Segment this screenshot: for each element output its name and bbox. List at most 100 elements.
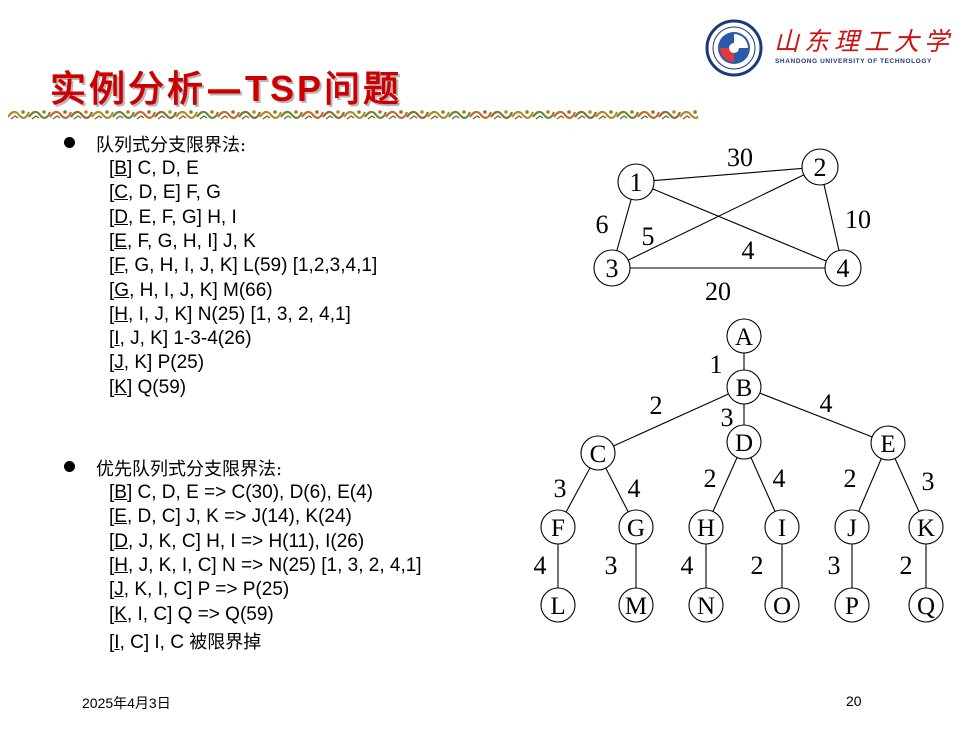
bullet-fifo: [64, 137, 75, 148]
tree-node-label: E: [880, 431, 895, 458]
bracket: [: [109, 631, 115, 653]
bracket: [: [109, 579, 115, 601]
tree-edge: [894, 458, 920, 512]
decorative-divider: [8, 110, 698, 120]
fifo-line: [K] Q(59): [109, 377, 186, 399]
tree-node-label: Q: [917, 593, 935, 620]
graph-node: [801, 148, 839, 186]
tree-node: [540, 587, 576, 623]
tree-node: [540, 509, 576, 545]
current-node: H: [114, 554, 129, 576]
tree-node: [834, 509, 870, 545]
current-node: B: [114, 158, 127, 179]
current-node: F: [114, 255, 124, 277]
queue-rest: , D, E] F, G: [128, 182, 221, 204]
current-node: I: [114, 631, 120, 653]
university-emblem-icon: [705, 19, 763, 77]
tree-node: [618, 587, 654, 623]
tree-edge-weight: 4: [681, 551, 694, 580]
bracket: [: [109, 506, 115, 528]
current-node: J: [114, 352, 124, 374]
tree-edge-weight: 2: [751, 551, 764, 580]
graph-node-label: 4: [837, 254, 850, 283]
queue-rest: ] Q(59): [126, 376, 187, 398]
graph-node-label: 2: [814, 153, 827, 182]
graph-edge-weight: 30: [727, 143, 753, 172]
tree-node-label: O: [773, 593, 791, 620]
bracket: [: [109, 206, 115, 228]
tree-edge-weight: 2: [900, 551, 913, 580]
university-logo: 山东理工大学 SHANDONG UNIVERSITY OF TECHNOLOGY: [704, 18, 964, 78]
bounded-note: 被限界掉: [189, 631, 262, 653]
fifo-line: [I, J, K] 1-3-4(26): [109, 328, 252, 350]
graph-edge-weight: 20: [705, 277, 731, 306]
bracket: [: [109, 182, 115, 204]
current-node: D: [114, 530, 129, 552]
footer-date: 2025年4月3日: [82, 695, 171, 711]
queue-rest: , K, I, C] P => P(25): [123, 579, 290, 601]
title-main: 实例分析—: [50, 68, 246, 110]
page-number: 20: [846, 693, 862, 709]
tree-node: [618, 509, 654, 545]
graph-edge: [652, 188, 827, 262]
tree-node-label: D: [735, 430, 753, 457]
tree-node-label: N: [697, 593, 715, 620]
fifo-line: [E, F, G, H, I] J, K: [109, 231, 256, 253]
tree-node: [908, 509, 944, 545]
priority-line: [J, K, I, C] P => P(25): [109, 579, 289, 601]
tree-node: [688, 587, 724, 623]
graph-edge: [616, 199, 632, 251]
queue-rest: , I, C] Q => Q(59): [126, 603, 274, 625]
tree-node-label: I: [778, 515, 786, 542]
queue-rest: , J, K] 1-3-4(26): [119, 328, 252, 350]
fifo-line: [F, G, H, I, J, K] L(59) [1,2,3,4,1]: [109, 255, 377, 277]
tree-edge-weight: 2: [650, 391, 663, 420]
tree-node: [834, 587, 870, 623]
bracket: [: [109, 482, 115, 503]
tree-node-label: H: [697, 515, 715, 542]
current-node: C: [114, 182, 129, 204]
fifo-line: [C, D, E] F, G: [109, 182, 221, 204]
current-node: D: [114, 206, 129, 228]
bullet-priority: [64, 461, 75, 472]
fifo-line: [H, I, J, K] N(25) [1, 3, 2, 4,1]: [109, 304, 351, 326]
tree-node-label: M: [625, 593, 647, 620]
tree-node-label: P: [845, 593, 859, 620]
tree-edge: [858, 458, 882, 512]
current-node: E: [114, 506, 127, 528]
tree-node: [726, 369, 762, 405]
logo-name-en: SHANDONG UNIVERSITY OF TECHNOLOGY: [775, 58, 932, 65]
tree-edge: [759, 392, 873, 438]
graph-node-label: 1: [630, 168, 643, 197]
graph-node: [824, 249, 862, 287]
tree-node: [764, 509, 800, 545]
slide-title: 实例分析—TSP问题: [50, 60, 402, 112]
graph-edge: [653, 167, 803, 182]
tree-edge-weight: 4: [820, 389, 833, 418]
queue-rest: , E, F, G] H, I: [128, 206, 237, 228]
tree-edge-weight: 3: [922, 467, 935, 496]
tree-node: [870, 425, 906, 461]
tree-node-label: C: [590, 441, 607, 468]
tree-node-label: L: [550, 593, 565, 620]
current-node: H: [114, 303, 129, 325]
graph-edge-weight: 10: [845, 205, 871, 234]
queue-rest: ] C, D, E: [126, 158, 199, 179]
bracket: [: [109, 352, 115, 374]
priority-line: [H, J, K, I, C] N => N(25) [1, 3, 2, 4,1…: [109, 555, 422, 577]
tree-node-label: K: [917, 515, 935, 542]
tree-edge-weight: 2: [704, 464, 717, 493]
graph-node: [593, 249, 631, 287]
bracket: [: [109, 255, 115, 277]
graph-node: [617, 163, 655, 201]
tree-edge: [565, 467, 591, 513]
bracket: [: [109, 530, 115, 552]
queue-rest: , J, K, I, C] N => N(25) [1, 3, 2, 4,1]: [128, 554, 422, 576]
graph-edge: [823, 184, 840, 251]
tree-edge: [712, 457, 738, 512]
priority-line: [E, D, C] J, K => J(14), K(24): [109, 506, 352, 528]
queue-rest: ] C, D, E => C(30), D(6), E(4): [126, 482, 373, 503]
graph-edge-weight: 4: [742, 236, 755, 265]
tree-edge: [613, 393, 729, 447]
tree-edge-weight: 3: [554, 474, 567, 503]
